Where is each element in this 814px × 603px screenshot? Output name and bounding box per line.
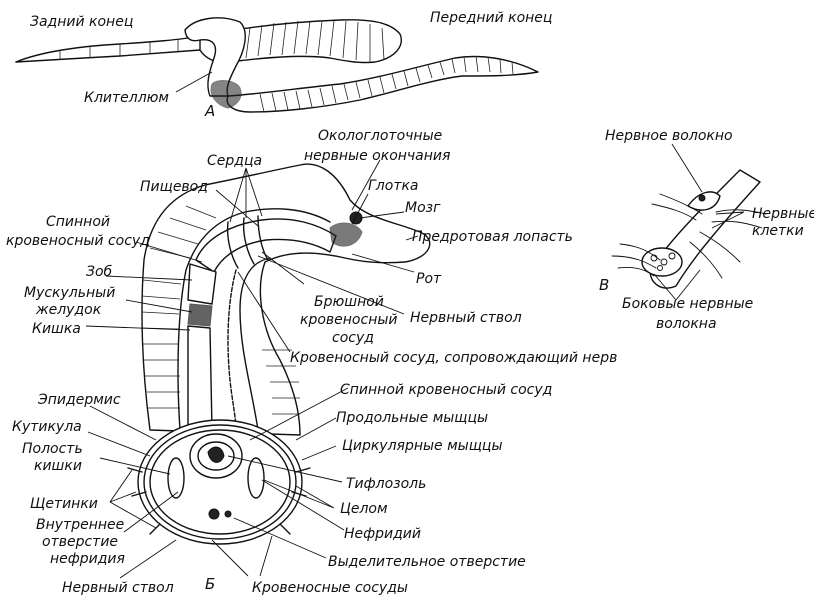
label-longitudinal-muscles: Продольные мыщцы	[336, 410, 488, 426]
label-blood-vessels: Кровеносные сосуды	[252, 580, 408, 596]
label-nerve-cells-2: клетки	[752, 223, 804, 239]
label-esophagus: Пищевод	[140, 179, 208, 195]
label-nephridium: Нефридий	[344, 526, 421, 542]
label-lateral-fibers-2: волокна	[656, 316, 717, 332]
figure-b-worm	[141, 163, 431, 436]
label-circumpharyngeal-1: Окологлоточные	[318, 128, 442, 144]
label-epidermis: Эпидермис	[37, 392, 121, 408]
figure-a-letter: А	[204, 102, 215, 120]
label-circular-muscles: Циркулярные мыщцы	[342, 438, 503, 454]
label-posterior-end: Задний конец	[30, 14, 133, 30]
label-circumpharyngeal-2: нервные окончания	[304, 148, 450, 164]
label-gut-cavity-2: кишки	[34, 458, 82, 474]
figure-a-worm	[15, 17, 539, 113]
label-ventral-vessel-3: сосуд	[332, 330, 374, 346]
label-nephrostome-2: отверстие	[42, 534, 118, 550]
label-clitellum: Клителлюм	[84, 90, 169, 106]
label-lateral-fibers-1: Боковые нервные	[622, 296, 753, 312]
crop-shape	[187, 263, 217, 305]
label-cuticle: Кутикула	[12, 419, 82, 435]
figure-b-letter: Б	[205, 575, 215, 593]
label-nephrostome-3: нефридия	[50, 551, 125, 567]
figure-a-segments	[59, 20, 514, 113]
label-nerve-cord-bottom: Нервный ствол	[62, 580, 174, 596]
label-pharynx: Глотка	[368, 178, 419, 194]
label-nephridiopore: Выделительное отверстие	[328, 554, 526, 570]
label-mouth: Рот	[416, 271, 442, 287]
label-subneural-vessel: Кровеносный сосуд, сопровождающий нерв	[290, 350, 617, 366]
label-typhlosole: Тифлозоль	[346, 476, 426, 492]
label-dorsal-vessel-top-1: Спинной	[46, 214, 110, 230]
figure-c-leaders	[653, 143, 745, 301]
label-ventral-vessel-1: Брюшной	[314, 294, 384, 310]
clitellum-leader	[175, 71, 213, 93]
label-nerve-cord-top: Нервный ствол	[410, 310, 522, 326]
label-hearts: Сердца	[207, 153, 262, 169]
label-gizzard-1: Мускульный	[24, 285, 115, 301]
label-nephrostome-1: Внутреннее	[36, 517, 124, 533]
figure-c-nerve	[611, 169, 767, 289]
label-intestine: Кишка	[32, 321, 81, 337]
figure-b-cross-section	[127, 419, 311, 545]
label-dorsal-vessel-top-2: кровеносный сосуд	[6, 233, 150, 249]
label-dorsal-vessel: Спинной кровеносный сосуд	[340, 382, 552, 398]
label-anterior-end: Передний конец	[430, 10, 552, 26]
label-nerve-cells-1: Нервные	[752, 206, 814, 222]
label-crop: Зоб	[86, 264, 113, 280]
label-ventral-vessel-2: кровеносный	[300, 312, 398, 328]
label-nerve-fiber: Нервное волокно	[605, 128, 733, 144]
figure-b-leaders	[85, 159, 419, 579]
label-gizzard-2: желудок	[35, 302, 102, 318]
figure-c-letter: В	[599, 276, 609, 294]
label-prostomium: Предротовая лопасть	[412, 229, 573, 245]
label-setae: Щетинки	[30, 496, 98, 512]
figure-b-segments	[141, 205, 300, 415]
gizzard-shape	[187, 303, 213, 327]
intestine-shape	[187, 325, 213, 431]
label-brain: Мозг	[405, 200, 441, 216]
label-gut-cavity-1: Полость	[22, 441, 83, 457]
label-coelom: Целом	[340, 501, 388, 517]
